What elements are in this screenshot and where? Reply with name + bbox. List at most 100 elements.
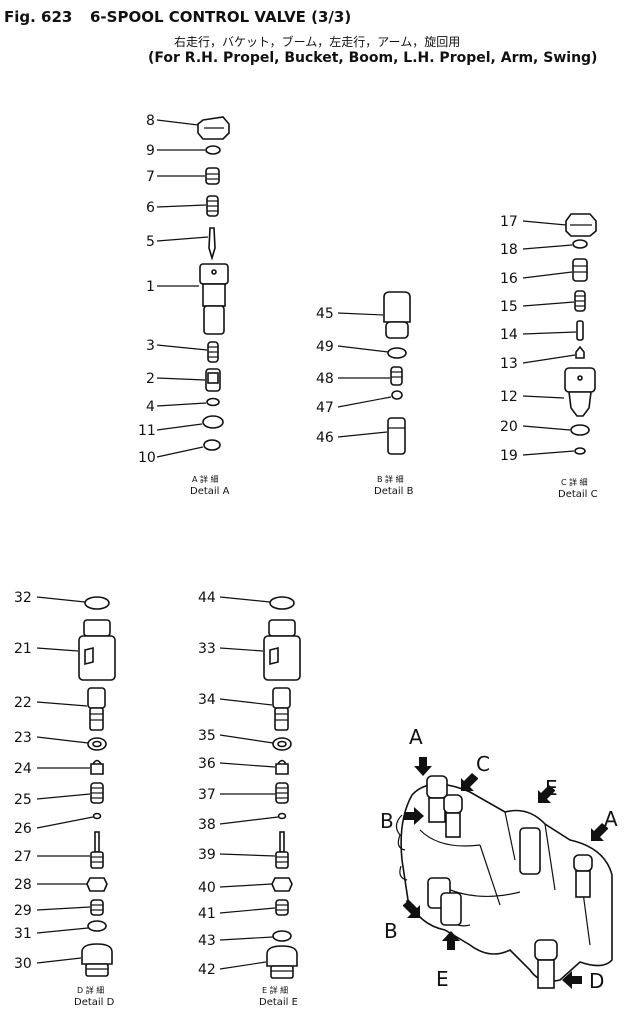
part-label: 29: [14, 903, 32, 919]
part-32-o-ring: [84, 596, 110, 610]
part-label: 26: [14, 821, 32, 837]
part-label: 5: [146, 234, 155, 250]
assembly-arrows: [403, 757, 608, 989]
part-39-needle: [275, 831, 289, 869]
assembly-valve-c: [443, 794, 463, 838]
arrow-b-top: [404, 807, 424, 825]
part-41-spring: [275, 899, 289, 916]
detail-c-labels: 17 18 16 15 14 13 12 20 19: [500, 214, 518, 464]
part-15-spring: [574, 290, 586, 312]
part-label: 23: [14, 730, 32, 746]
part-label: 17: [500, 214, 518, 230]
part-30-plug: [81, 943, 113, 977]
part-label: 25: [14, 792, 32, 808]
part-28-nut: [86, 877, 108, 892]
detail-c-leaders: [522, 220, 577, 456]
assembly-valve-e-lower: [440, 892, 462, 926]
part-label: 4: [146, 399, 155, 415]
detail-b-leaders: [337, 312, 392, 438]
part-1-valve-body: [199, 263, 229, 335]
part-13-poppet: [575, 345, 585, 359]
part-label: 24: [14, 761, 32, 777]
detail-d-leaders: [36, 596, 94, 964]
caption-b: Detail B: [374, 486, 414, 497]
detail-d: [36, 596, 116, 977]
part-38-ball: [277, 812, 287, 820]
assembly-marker-labels: A C B E A B E D: [380, 725, 618, 993]
part-label: 8: [146, 113, 155, 129]
part-16-plug: [572, 258, 588, 282]
arrow-e-lower: [442, 931, 460, 950]
part-label: 28: [14, 877, 32, 893]
detail-e-leaders: [219, 596, 279, 970]
caption-jp-e: E 詳 細: [262, 985, 288, 995]
part-37-spring: [275, 782, 289, 804]
part-31-o-ring: [87, 920, 107, 932]
part-label: 39: [198, 847, 216, 863]
assembly-valve-a-right: [573, 854, 593, 898]
part-label: 13: [500, 356, 518, 372]
part-label: 47: [316, 400, 334, 416]
marker-b-top: B: [380, 809, 394, 833]
detail-e: [219, 596, 301, 979]
part-label: 41: [198, 906, 216, 922]
subtitle-japanese: 右走行，バケット，ブーム，左走行，アーム，旋回用: [174, 35, 461, 49]
part-48-spring: [390, 366, 403, 386]
part-26-ball: [92, 812, 102, 820]
figure-number: Fig. 623: [4, 8, 73, 26]
part-label: 44: [198, 590, 216, 606]
part-11-o-ring: [202, 415, 224, 429]
caption-e: Detail E: [259, 997, 298, 1008]
part-5-needle: [208, 227, 216, 261]
detail-b-labels: 45 49 48 47 46: [316, 306, 334, 446]
arrow-d: [562, 971, 582, 989]
marker-a-right: A: [604, 807, 618, 831]
detail-a: [156, 116, 230, 458]
part-label: 15: [500, 299, 518, 315]
part-10-o-ring: [203, 439, 221, 451]
part-label: 6: [146, 200, 155, 216]
caption-c: Detail C: [558, 489, 598, 500]
marker-d: D: [589, 969, 604, 993]
part-21-sleeve: [78, 619, 116, 681]
figure-title: 6-SPOOL CONTROL VALVE (3/3): [90, 8, 352, 26]
valve-assembly-sketch: [395, 775, 613, 989]
part-36-seat: [275, 759, 289, 775]
part-label: 30: [14, 956, 32, 972]
arrow-a-top: [414, 757, 432, 776]
part-label: 14: [500, 327, 518, 343]
assembly-valve-d: [534, 939, 558, 989]
detail-d-labels: 32 21 22 23 24 25 26 27 28 29 31 30: [14, 590, 32, 972]
part-label: 21: [14, 641, 32, 657]
marker-e-lower: E: [436, 967, 449, 991]
part-22-piston: [87, 687, 106, 731]
caption-d: Detail D: [74, 997, 115, 1008]
part-7-plug: [205, 167, 220, 185]
detail-a-labels: 8 9 7 6 5 1 3 2 4 11 10: [138, 113, 156, 466]
part-label: 33: [198, 641, 216, 657]
caption-a: Detail A: [190, 486, 230, 497]
arrow-e-top: [538, 785, 555, 803]
part-label: 45: [316, 306, 334, 322]
part-label: 22: [14, 695, 32, 711]
part-label: 46: [316, 430, 334, 446]
marker-c: C: [476, 752, 490, 776]
assembly-valve-e-right: [519, 827, 541, 875]
part-9-o-ring: [205, 145, 221, 155]
part-35-washer: [272, 737, 292, 751]
part-20-o-ring: [570, 424, 590, 436]
part-label: 38: [198, 817, 216, 833]
part-label: 2: [146, 371, 155, 387]
part-12-valve-body: [564, 367, 596, 417]
part-42-plug: [266, 945, 298, 979]
marker-a-top: A: [409, 725, 423, 749]
part-label: 7: [146, 169, 155, 185]
part-3-spring: [207, 341, 219, 363]
part-label: 10: [138, 450, 156, 466]
part-label: 16: [500, 271, 518, 287]
detail-c: [522, 213, 597, 456]
part-label: 27: [14, 849, 32, 865]
part-label: 43: [198, 933, 216, 949]
part-label: 37: [198, 787, 216, 803]
